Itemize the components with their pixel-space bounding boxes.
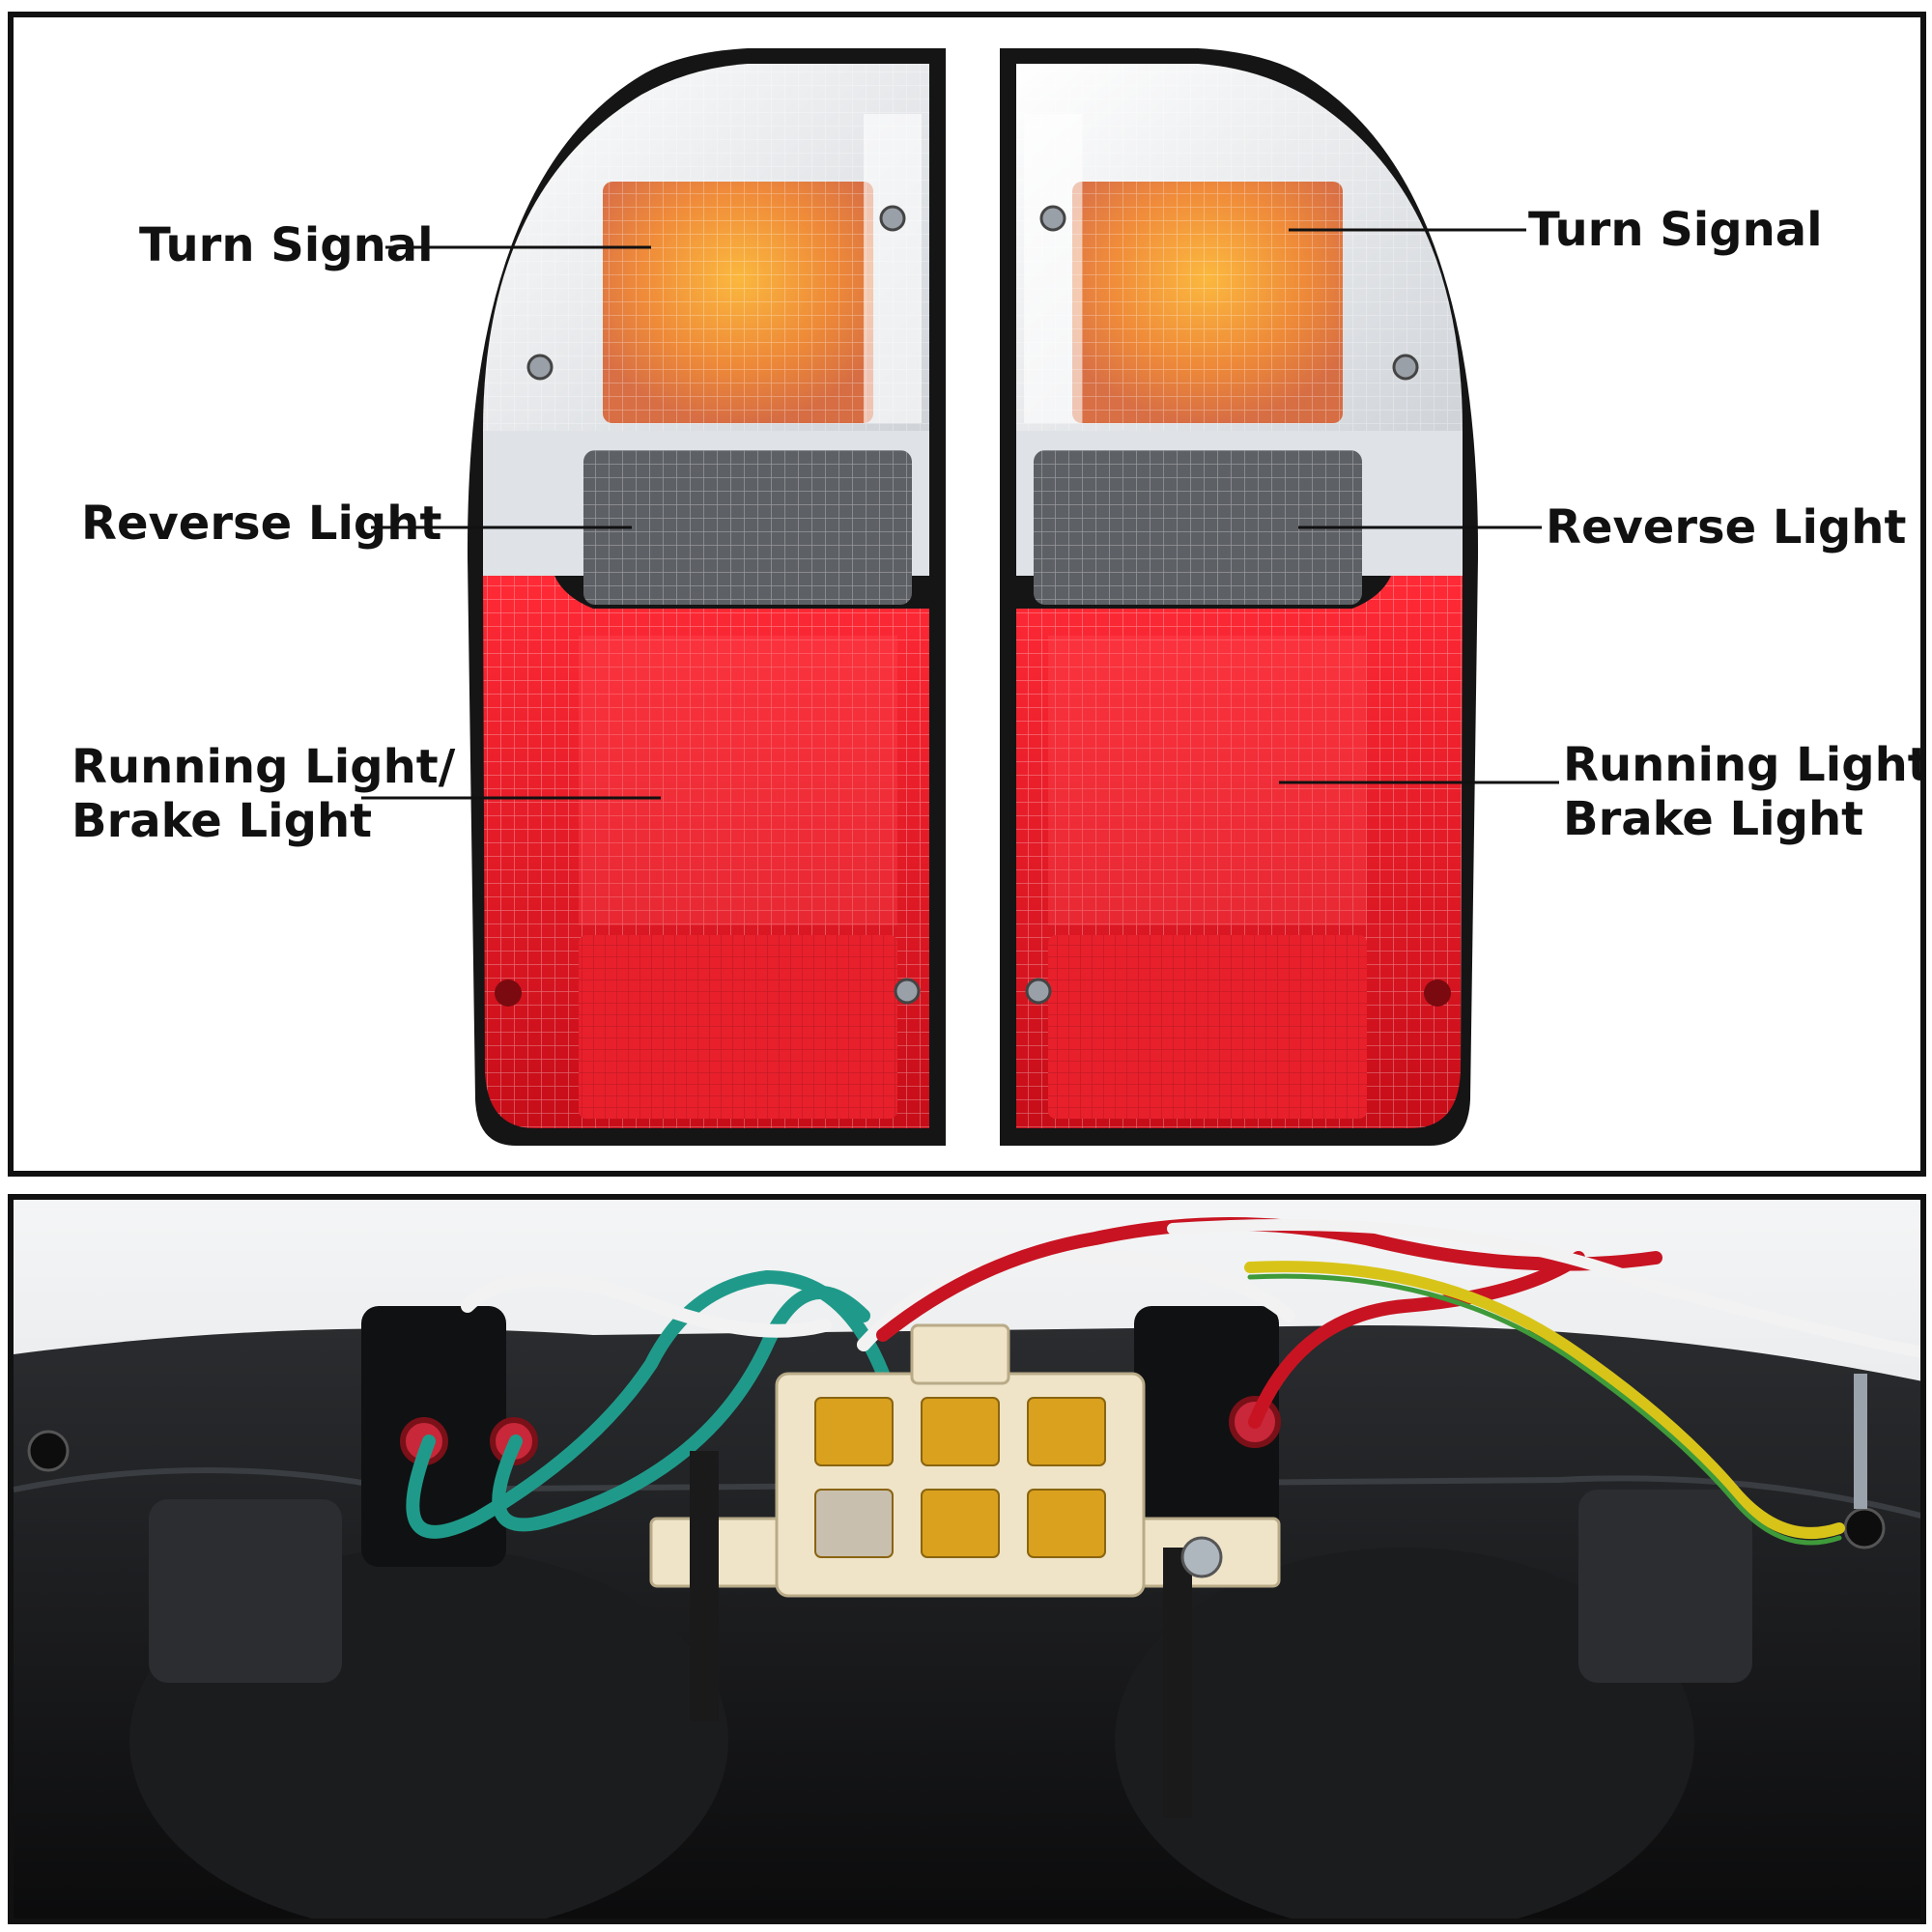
left-turn-signal-text: Turn Signal	[139, 218, 434, 272]
green-wire	[406, 1269, 890, 1539]
left-reverse-light-label: Reverse Light	[81, 497, 441, 551]
right-tail-light	[1000, 48, 1479, 1146]
right-brake-light-text: Brake Light	[1563, 792, 1864, 846]
red-wire-2	[1248, 1251, 1585, 1429]
tail-lights-illustration	[361, 48, 1559, 1146]
left-brake-light-text: Brake Light	[71, 794, 373, 848]
left-reverse-light-text: Reverse Light	[81, 497, 442, 551]
wiring-connector-photo-panel	[8, 1194, 1926, 1924]
green-stripe-wire	[1247, 1273, 1842, 1546]
six-pin-connector	[649, 1323, 1281, 1818]
left-tail-light	[467, 48, 946, 1146]
white-wire-2	[857, 1247, 1295, 1351]
right-turn-signal-label: Turn Signal	[1528, 203, 1823, 257]
left-running-brake-light-label: Running Light/ Brake Light	[71, 740, 455, 848]
right-reverse-light-text: Reverse Light	[1546, 500, 1907, 554]
right-turn-signal-text: Turn Signal	[1528, 203, 1823, 257]
right-reverse-light-label: Reverse Light	[1546, 500, 1906, 554]
white-wire-3	[1167, 1219, 1920, 1358]
wiring-connector-illustration	[14, 1200, 1920, 1918]
green-wire-2	[492, 1286, 870, 1532]
left-running-light-text: Running Light/	[71, 740, 456, 794]
lamp-housing-back	[14, 1306, 1920, 1918]
callout-lines	[361, 228, 1559, 800]
left-turn-signal-label: Turn Signal	[139, 218, 434, 272]
yellow-wire	[1244, 1261, 1845, 1539]
right-running-brake-light-label: Running Light/ Brake Light	[1563, 738, 1926, 846]
wiring-harness	[406, 1217, 1920, 1546]
white-wire	[461, 1272, 832, 1338]
right-running-light-text: Running Light/	[1563, 738, 1926, 792]
tail-light-diagram-panel: Turn Signal Reverse Light Running Light/…	[8, 12, 1926, 1177]
